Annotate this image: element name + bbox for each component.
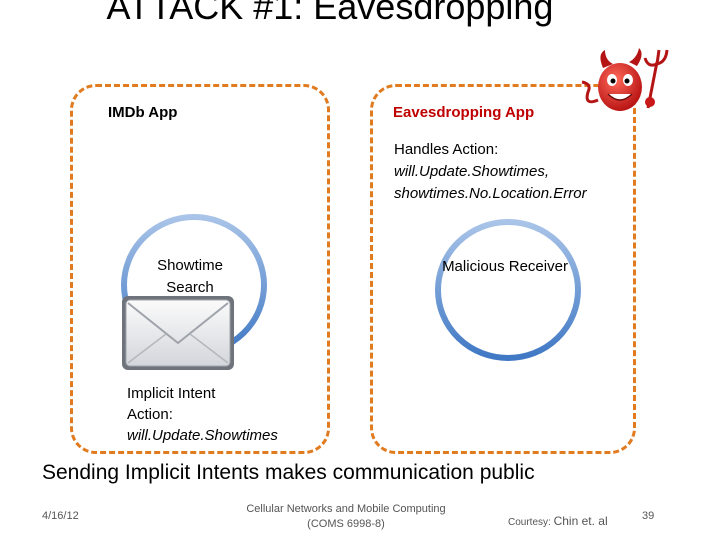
footer-courtesy-prefix: Courtesy: [508, 517, 551, 528]
handles-action-heading: Handles Action: [394, 141, 499, 158]
footer-date: 4/16/12 [42, 510, 79, 522]
malicious-receiver-label: Malicious Receiver [442, 258, 568, 275]
footer-course-line-1: Cellular Networks and Mobile Computing [246, 503, 446, 515]
slide-title: ATTACK #1: Eavesdropping [106, 0, 554, 27]
eavesdropping-app-label: Eavesdropping App [393, 104, 535, 121]
handles-action-item-2: showtimes.No.Location.Error [394, 185, 587, 202]
showtime-search-line-2: Search [166, 279, 214, 296]
footer-courtesy-name: Chin et. al [553, 514, 608, 528]
implicit-intent-action-value: will.Update.Showtimes [127, 427, 278, 444]
footer-courtesy: Courtesy: Chin et. al [508, 514, 608, 528]
footer-course-line-2: (COMS 6998-8) [307, 518, 385, 530]
handles-action-item-1: will.Update.Showtimes, [394, 163, 550, 180]
eavesdropping-app-box [370, 84, 636, 454]
implicit-intent-action-label: Action: [127, 406, 173, 423]
imdb-app-label: IMDb App [108, 104, 178, 121]
devil-icon [581, 48, 669, 111]
implicit-intent-heading: Implicit Intent [127, 385, 216, 402]
malicious-receiver-circle [435, 219, 581, 361]
handles-action-text: Handles Action: will.Update.Showtimes, s… [394, 139, 634, 205]
footer-course: Cellular Networks and Mobile Computing (… [238, 502, 454, 532]
implicit-intent-text: Implicit Intent Action: will.Update.Show… [127, 383, 278, 446]
imdb-app-box [70, 84, 330, 454]
showtime-search-line-1: Showtime [157, 257, 223, 274]
showtime-search-label: Showtime Search [140, 255, 240, 299]
slide-caption: Sending Implicit Intents makes communica… [42, 461, 535, 484]
envelope-icon [122, 296, 234, 370]
footer-page-number: 39 [642, 510, 655, 522]
